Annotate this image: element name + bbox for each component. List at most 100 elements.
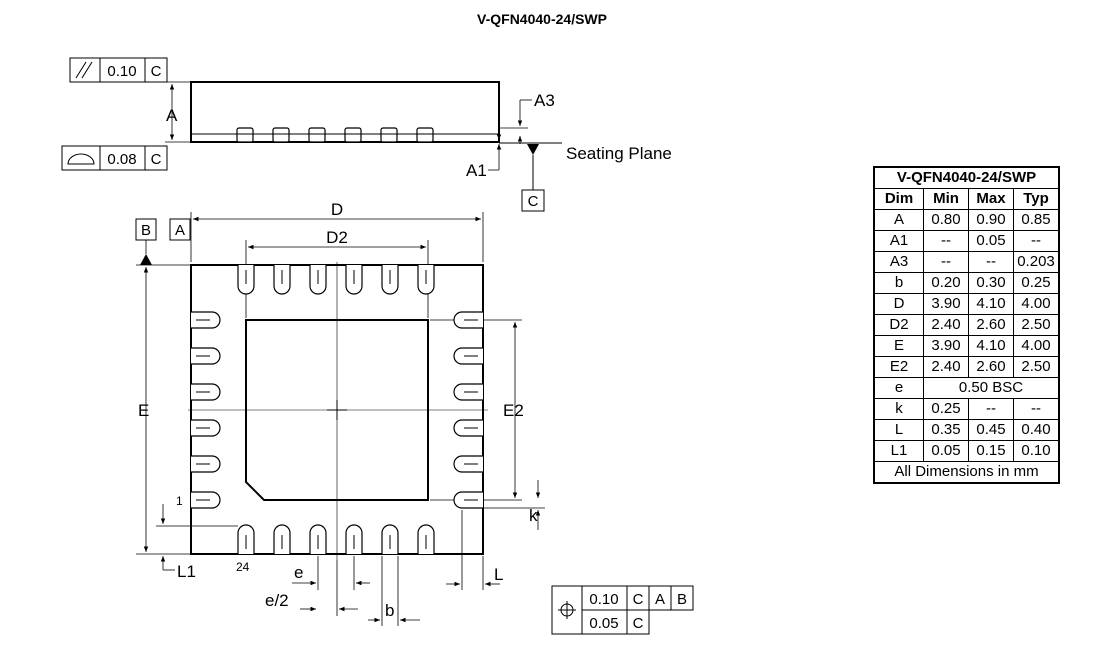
- fcf-profile: 0.08 C: [61, 145, 168, 171]
- table-cell: E: [873, 335, 924, 357]
- table-header: Typ: [1013, 188, 1060, 210]
- position-icon: [558, 601, 576, 619]
- label-L: L: [494, 565, 503, 584]
- parallelism-icon: [75, 61, 93, 79]
- table-cell: 0.50 BSC: [923, 377, 1060, 399]
- table-cell: 3.90: [923, 335, 969, 357]
- table-cell: 2.40: [923, 356, 969, 378]
- table-cell: --: [923, 251, 969, 273]
- table-cell: 0.80: [923, 209, 969, 231]
- surface-profile-icon: [67, 153, 95, 165]
- label-A1: A1: [466, 161, 487, 180]
- table-header: Min: [923, 188, 969, 210]
- table-cell: --: [1013, 230, 1060, 252]
- table-footer-row: All Dimensions in mm: [873, 461, 1060, 484]
- datum-C-label: C: [528, 193, 539, 210]
- table-cell: 4.00: [1013, 293, 1060, 315]
- table-cell: 2.60: [968, 356, 1014, 378]
- top-pads: [237, 265, 435, 295]
- table-row: A1--0.05--: [873, 230, 1060, 252]
- fcf-profile-tolerance: 0.08: [107, 151, 136, 168]
- fcf-position-datum-4: C: [633, 615, 644, 632]
- table-cell: 0.25: [1013, 272, 1060, 294]
- table-cell: 0.30: [968, 272, 1014, 294]
- table-cell: A3: [873, 251, 924, 273]
- table-cell: 4.10: [968, 293, 1014, 315]
- label-A: A: [166, 106, 178, 125]
- table-cell: k: [873, 398, 924, 420]
- pin-24-label: 24: [236, 560, 250, 574]
- table-cell: 2.40: [923, 314, 969, 336]
- label-D2: D2: [326, 228, 348, 247]
- table-row: A3----0.203: [873, 251, 1060, 273]
- table-cell: 0.45: [968, 419, 1014, 441]
- table-cell: L1: [873, 440, 924, 462]
- table-cell: 0.203: [1013, 251, 1060, 273]
- datum-B-label: B: [141, 222, 151, 239]
- label-b: b: [385, 601, 394, 620]
- fcf-position-datum-2: A: [655, 591, 665, 608]
- table-header: Dim: [873, 188, 924, 210]
- side-leads: [191, 127, 499, 143]
- datum-B-triangle-icon: [140, 254, 152, 265]
- table-cell: --: [1013, 398, 1060, 420]
- seating-plane-triangle-icon: [527, 144, 539, 155]
- table-cell: 2.60: [968, 314, 1014, 336]
- fcf-position-tolerance-2: 0.05: [589, 615, 618, 632]
- table-footer: All Dimensions in mm: [873, 461, 1060, 484]
- table-cell: 4.10: [968, 335, 1014, 357]
- table-cell: 0.25: [923, 398, 969, 420]
- table-cell: 3.90: [923, 293, 969, 315]
- table-cell: b: [873, 272, 924, 294]
- table-cell: 0.35: [923, 419, 969, 441]
- table-cell: L: [873, 419, 924, 441]
- label-e: e: [294, 563, 303, 582]
- fcf-position-datum-3: B: [677, 591, 687, 608]
- pin-1-label: 1: [176, 494, 183, 508]
- label-k: k: [529, 506, 538, 525]
- fcf-position-datum-1: C: [633, 591, 644, 608]
- datum-A-label: A: [175, 222, 185, 239]
- side-body: [190, 81, 500, 143]
- fcf-position: 0.10 C A B 0.05 C: [551, 585, 694, 635]
- left-pads: [191, 311, 221, 509]
- table-cell: 2.50: [1013, 356, 1060, 378]
- label-E: E: [138, 401, 149, 420]
- table-cell: 2.50: [1013, 314, 1060, 336]
- fcf-parallelism-datum: C: [151, 63, 162, 80]
- side-view: 0.10 C A 0.08 C: [61, 57, 672, 212]
- table-title: V-QFN4040-24/SWP: [873, 166, 1060, 189]
- bottom-view: B A D D2 E E2: [135, 200, 694, 635]
- fcf-parallelism: 0.10 C: [69, 57, 168, 83]
- drawing-title: V-QFN4040-24/SWP: [477, 11, 607, 27]
- table-cell: 0.15: [968, 440, 1014, 462]
- table-header: Max: [968, 188, 1014, 210]
- seating-plane-label: Seating Plane: [566, 144, 672, 163]
- fcf-parallelism-tolerance: 0.10: [107, 63, 136, 80]
- table-cell: A1: [873, 230, 924, 252]
- bottom-pads: [237, 524, 435, 554]
- table-cell: --: [923, 230, 969, 252]
- right-pads: [453, 311, 483, 509]
- table-cell: D: [873, 293, 924, 315]
- fcf-profile-datum: C: [151, 151, 162, 168]
- table-cell: 0.85: [1013, 209, 1060, 231]
- label-A3: A3: [534, 91, 555, 110]
- label-L1: L1: [177, 562, 196, 581]
- table-cell: 4.00: [1013, 335, 1060, 357]
- fcf-position-tolerance-1: 0.10: [589, 591, 618, 608]
- table-cell: 0.05: [923, 440, 969, 462]
- table-cell: --: [968, 251, 1014, 273]
- exposed-pad: [245, 319, 429, 501]
